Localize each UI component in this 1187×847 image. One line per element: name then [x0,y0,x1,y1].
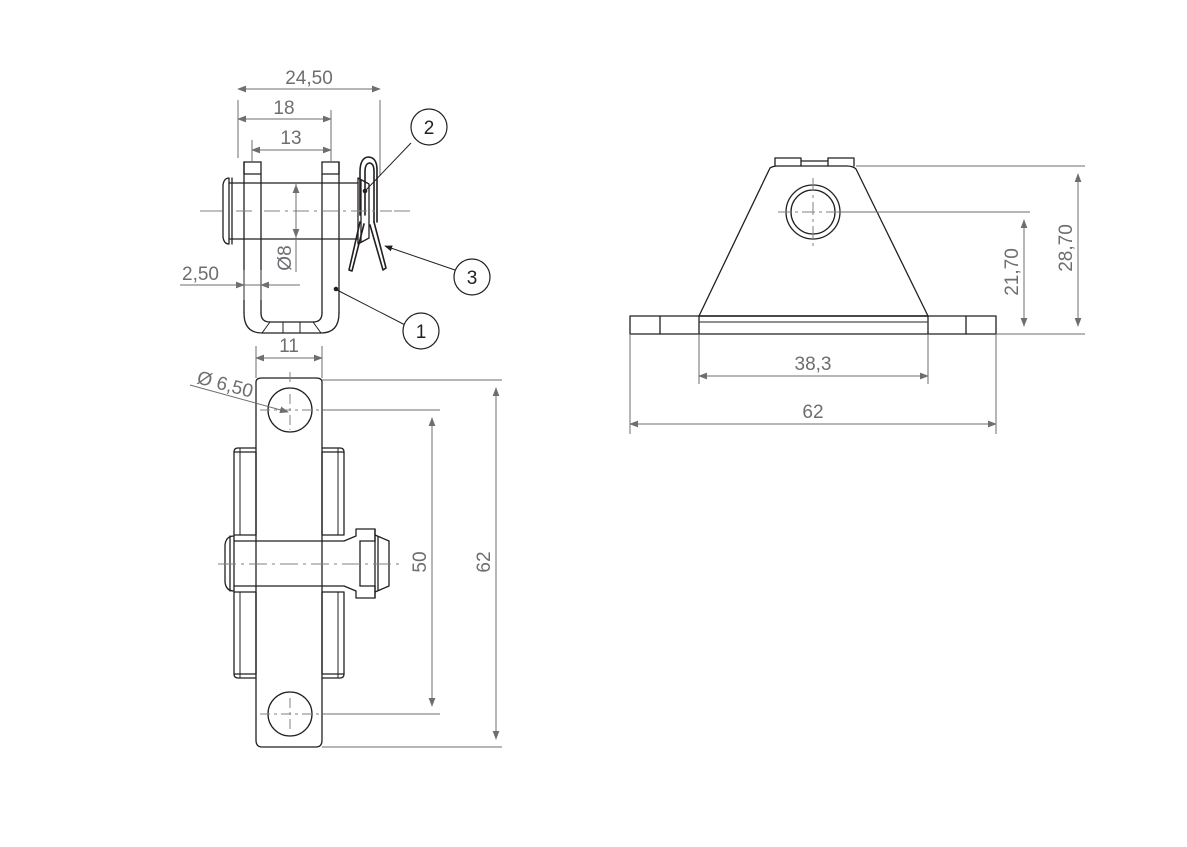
balloon-2-circle[interactable] [410,108,448,146]
dim-label-62-base: 62 [802,402,823,423]
dim-label-13: 13 [280,128,301,149]
balloon-1-circle[interactable] [402,312,440,350]
top-view-side-flanges [233,447,345,679]
dim-label-62: 62 [474,551,495,572]
balloon-leaders [333,142,456,328]
balloon-1-label: 1 [416,322,427,343]
balloon-3-label: 3 [467,268,478,289]
dimension-lines [180,85,1085,748]
front-view-spring-cotter-clip [348,156,387,272]
dim-label-11: 11 [279,336,299,357]
dimension-texts: 24,50 18 13 Ø8 2,50 11 Ø 6,50 50 62 28,7… [182,68,1077,573]
front-view-clevis-body [243,161,340,334]
dim-label-dia-6-50: Ø 6,50 [195,368,256,403]
balloon-2-label: 2 [424,118,435,139]
dim-label-2-50: 2,50 [182,264,219,285]
balloon-3-circle[interactable] [453,258,491,296]
top-view-bracket-plate [255,377,323,748]
dim-label-50: 50 [410,551,431,572]
dim-label-28-70: 28,70 [1056,224,1077,272]
dim-label-38-3: 38,3 [795,354,832,375]
center-lines [200,178,848,732]
balloon-circles [402,108,491,350]
dim-label-dia-8: Ø8 [275,245,296,270]
dim-label-18: 18 [273,98,294,119]
dim-label-21-70: 21,70 [1002,248,1023,296]
balloon-texts: 2 3 1 [416,118,478,343]
dim-label-24-50: 24,50 [285,68,333,89]
